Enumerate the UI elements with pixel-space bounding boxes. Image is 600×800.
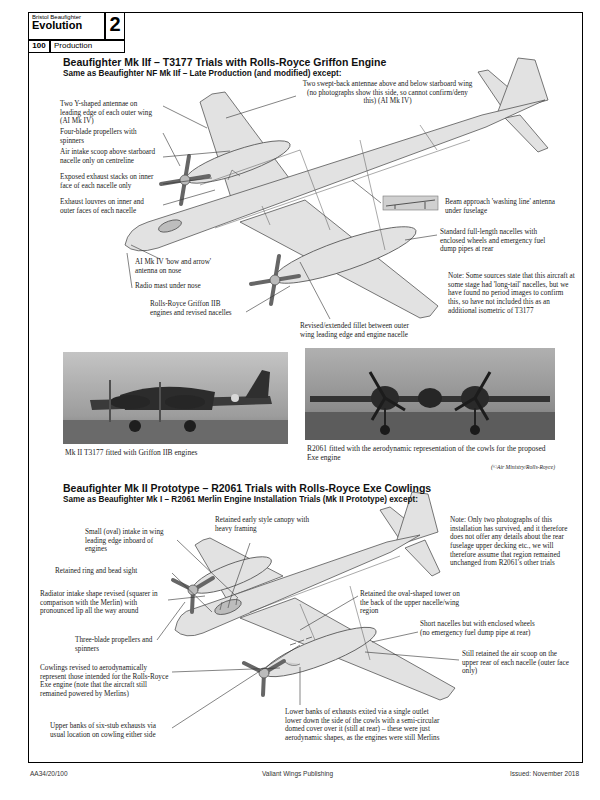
header-cell: Production bbox=[50, 40, 125, 53]
callout-text: Small (oval) intake in wing leading edge… bbox=[85, 528, 175, 554]
footer-text: Valiant Wings Publishing bbox=[262, 770, 382, 778]
callout-text: AI Mk IV 'bow and arrow' antenna on nose bbox=[135, 258, 230, 275]
header-cell: Bristol BeaufighterEvolution bbox=[28, 12, 105, 40]
callout-text: Exposed exhaust stacks on inner face of … bbox=[60, 173, 160, 190]
propeller-four-blade bbox=[161, 156, 299, 304]
callout-text: Two swept-back antennae above and below … bbox=[300, 80, 475, 106]
callout-text: Still retained the air scoop on the uppe… bbox=[462, 650, 572, 676]
section-heading: Beaufighter Mk II Prototype – R2061 Tria… bbox=[63, 482, 553, 495]
callout-text: Four-blade propellers with spinners bbox=[60, 128, 160, 145]
callout-text: Exhaust louvres on inner and outer faces… bbox=[60, 198, 160, 215]
callout-text: Three-blade propellers and spinners bbox=[75, 636, 155, 653]
callout-text: Retained ring and bead sight bbox=[55, 567, 170, 576]
callout-text: Short nacelles but with enclosed wheels … bbox=[420, 620, 540, 637]
photo-credit: (©Air Ministry/Rolls-Royce) bbox=[470, 464, 555, 471]
footer-text: AA34/20/100 bbox=[30, 770, 150, 778]
callout-text: Note: Only two photographs of this insta… bbox=[450, 516, 572, 568]
footer-text: Issued: November 2018 bbox=[510, 770, 595, 778]
header-cell: 2 bbox=[105, 12, 125, 40]
callout-text: Two Y-shaped antennae on leading edge of… bbox=[60, 100, 160, 126]
callout-text: Upper banks of six-stub exhausts via usu… bbox=[50, 722, 170, 739]
callout-text: Standard full-length nacelles with enclo… bbox=[440, 228, 560, 254]
callout-text: Radio mast under nose bbox=[135, 282, 230, 291]
antenna-inset-image bbox=[383, 196, 438, 210]
section-heading: Beaufighter Mk IIf – T3177 Trials with R… bbox=[63, 56, 543, 69]
callout-text: Rolls-Royce Griffon IIB engines and revi… bbox=[150, 300, 242, 317]
callout-text: Note: Some sources state that this aircr… bbox=[448, 272, 576, 315]
photo-t3177 bbox=[63, 352, 288, 444]
photo-r2061 bbox=[305, 348, 555, 440]
leader-lines bbox=[157, 540, 459, 728]
header-text: 100 bbox=[32, 42, 46, 50]
callout-text: Revised/extended fillet between outer wi… bbox=[300, 322, 415, 339]
photo-caption: R2061 fitted with the aerodynamic repres… bbox=[307, 444, 553, 462]
callout-text: Air intake scoop above starboard nacelle… bbox=[60, 148, 160, 165]
header-text: Evolution bbox=[32, 20, 101, 32]
propeller-three-blade bbox=[173, 578, 284, 695]
callout-text: Cowlings revised to aerodynamically repr… bbox=[40, 664, 170, 699]
section-subheading: Same as Beaufighter Mk I – R2061 Merlin … bbox=[63, 495, 563, 505]
section-subheading: Same as Beaufighter NF Mk IIf – Late Pro… bbox=[63, 69, 553, 79]
callout-text: Retained the oval-shaped tower on the ba… bbox=[360, 590, 465, 616]
photo-caption: Mk II T3177 fitted with Griffon IIB engi… bbox=[65, 448, 288, 457]
callout-text: Lower banks of exhausts exited via a sin… bbox=[285, 708, 445, 743]
header-text: Production bbox=[54, 42, 121, 50]
leader-lines bbox=[127, 96, 437, 319]
callout-text: Radiator intake shape revised (squarer i… bbox=[40, 590, 165, 616]
header-text: 2 bbox=[109, 14, 121, 35]
header-cell: 100 bbox=[28, 40, 50, 53]
page-frame bbox=[29, 13, 583, 763]
callout-text: Beam approach 'washing line' antenna und… bbox=[445, 198, 555, 215]
callout-text: Retained early style canopy with heavy f… bbox=[215, 516, 315, 533]
